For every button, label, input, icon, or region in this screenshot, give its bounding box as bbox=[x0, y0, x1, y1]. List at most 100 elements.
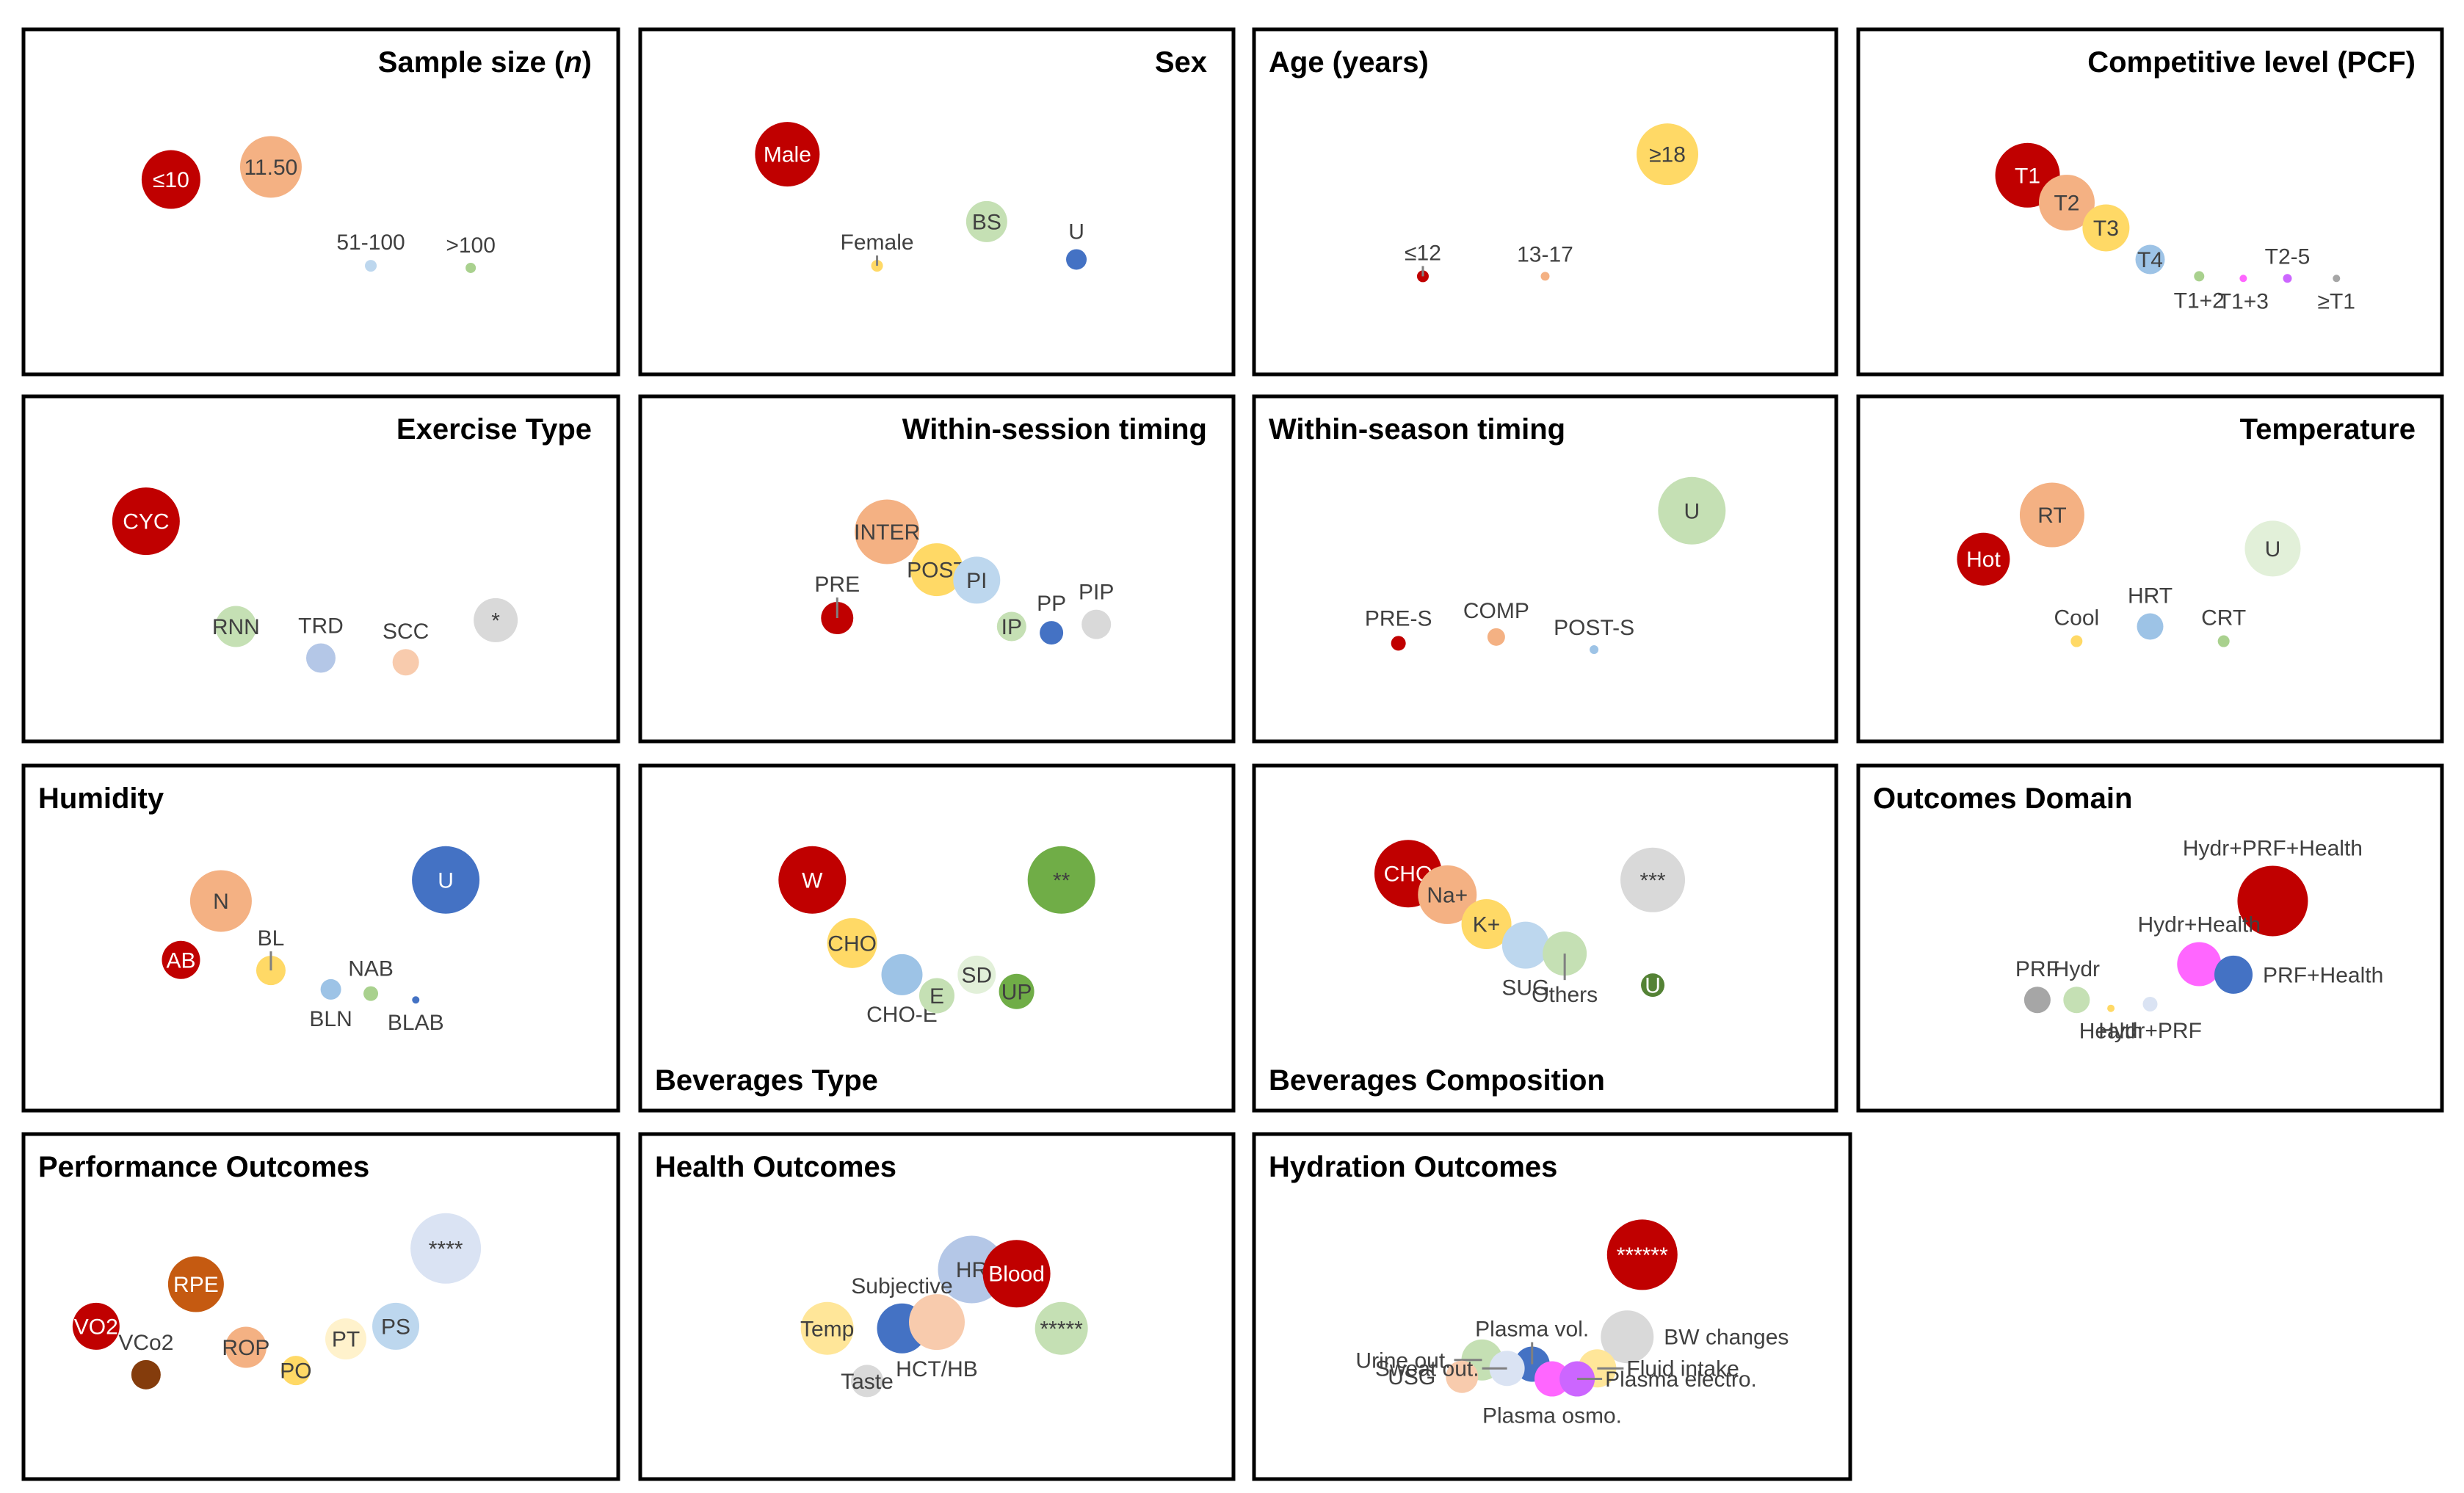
bubble-label: 13-17 bbox=[1517, 242, 1573, 266]
bubble-label: U bbox=[438, 868, 454, 893]
bubble-mark bbox=[2082, 204, 2130, 252]
panel-competitive-level-pcf: Competitive level (PCF)T1T2T3T4T1+2T1+3T… bbox=[1856, 27, 2444, 377]
panel-title: Within-session timing bbox=[902, 413, 1207, 446]
bubble-label: BL bbox=[258, 926, 285, 951]
bubble-mark bbox=[855, 499, 920, 564]
bubble-mark bbox=[167, 1256, 224, 1312]
bubble-label: N bbox=[213, 890, 229, 914]
bubble-label: PS bbox=[381, 1315, 410, 1339]
bubble-mark bbox=[72, 1302, 120, 1350]
bubble-bln: BLN bbox=[309, 978, 352, 1031]
bubble-label: T1+2 bbox=[2174, 288, 2225, 313]
bubble-nab: NAB bbox=[348, 957, 394, 1001]
panel-title: Beverages Composition bbox=[1269, 1064, 1605, 1097]
bubble-label: Hydr+PRF+Health bbox=[2183, 836, 2363, 860]
bubble-label: BW changes bbox=[1664, 1326, 1789, 1350]
bubble-u: U bbox=[412, 846, 480, 914]
bubble-mark bbox=[1081, 609, 1112, 639]
bubble-mark bbox=[465, 262, 477, 273]
bubble-inter: INTER bbox=[854, 499, 920, 564]
bubble-label: *** bbox=[1640, 868, 1666, 893]
bubble-label: U bbox=[2265, 537, 2281, 562]
bubble-mark bbox=[1534, 1361, 1570, 1397]
bubble-t1: ≥T1 bbox=[2318, 275, 2355, 313]
panel-title: Hydration Outcomes bbox=[1269, 1151, 1557, 1183]
bubble-label: SUG bbox=[1501, 976, 1549, 1000]
bubble-label: Plasma osmo. bbox=[1482, 1404, 1622, 1428]
bubble-label: ≥T1 bbox=[2318, 289, 2355, 313]
bubble-t2: T2 bbox=[2038, 175, 2095, 231]
bubble-post-s: POST-S bbox=[1554, 616, 1634, 655]
bubble-pip: PIP bbox=[1079, 581, 1114, 639]
bubble-crt: CRT bbox=[2201, 606, 2246, 647]
panel-frame bbox=[1252, 1132, 1852, 1481]
bubble-po: PO bbox=[280, 1356, 312, 1386]
bubble-mark bbox=[910, 543, 963, 597]
panel-title: Sample size (n) bbox=[378, 46, 592, 79]
bubble-mark bbox=[2019, 482, 2084, 548]
bubble-mark bbox=[1461, 899, 1512, 950]
bubble-mark bbox=[827, 918, 877, 968]
bubble-label: PRE bbox=[814, 573, 860, 597]
bubble-u: U bbox=[1658, 476, 1726, 545]
bubble-health: Health bbox=[2079, 1004, 2142, 1044]
bubble-label: PRE-S bbox=[1365, 606, 1432, 631]
bubble-label: PP bbox=[1037, 592, 1066, 616]
panel-frame bbox=[638, 27, 1236, 377]
bubble-label: CYC bbox=[123, 510, 169, 534]
bubble-bs: BS bbox=[965, 200, 1007, 242]
bubble-10: ≤10 bbox=[141, 150, 200, 209]
bubble-mark bbox=[112, 487, 180, 556]
bubble-mark bbox=[1034, 1301, 1088, 1355]
bubble-rt: RT bbox=[2019, 482, 2084, 548]
bubble-mark bbox=[2137, 613, 2164, 640]
panel-frame bbox=[638, 763, 1236, 1113]
bubble-label: PI bbox=[966, 569, 987, 593]
bubble-mark bbox=[2244, 520, 2301, 577]
bubble-label: Female bbox=[841, 230, 914, 255]
bubble-label: ≥18 bbox=[1649, 143, 1686, 167]
bubble-bl: BL bbox=[256, 926, 286, 986]
bubble-mark bbox=[800, 1301, 854, 1355]
bubble-mark bbox=[1601, 1310, 1654, 1364]
bubble-label: VCo2 bbox=[118, 1331, 173, 1355]
bubble-cyc: CYC bbox=[112, 487, 180, 556]
bubble-label: CHO bbox=[827, 931, 877, 956]
bubble-vco2: VCo2 bbox=[118, 1331, 173, 1390]
bubble-t2-5: T2-5 bbox=[2265, 244, 2310, 283]
bubble-label: NAB bbox=[348, 957, 394, 981]
bubble-mark bbox=[1957, 532, 2010, 586]
bubble-mark bbox=[778, 846, 847, 914]
bubble-label: POST-S bbox=[1554, 616, 1634, 640]
bubble-pi: PI bbox=[953, 556, 1001, 604]
bubble-blood: Blood bbox=[982, 1240, 1051, 1308]
bubble-u: U bbox=[1066, 219, 1087, 270]
bubble-comp: COMP bbox=[1463, 599, 1529, 646]
bubble-label: ***** bbox=[1040, 1317, 1083, 1341]
bubble-label: PT bbox=[332, 1328, 360, 1352]
panel-title: Health Outcomes bbox=[655, 1151, 896, 1183]
bubble-label: COMP bbox=[1463, 599, 1529, 623]
bubble-label: INTER bbox=[854, 520, 920, 545]
bubble-label: Hot bbox=[1966, 548, 2001, 572]
bubble-hydr-prf: Hydr+PRF bbox=[2098, 996, 2202, 1043]
panel-title: Performance Outcomes bbox=[38, 1151, 369, 1183]
bubble-mark bbox=[215, 606, 257, 647]
bubble-symbol: ***** bbox=[1034, 1301, 1088, 1355]
bubble-mark bbox=[1501, 921, 1549, 969]
panel-frame bbox=[21, 763, 620, 1113]
bubble-mark bbox=[2214, 955, 2253, 994]
bubble-mark bbox=[1620, 847, 1686, 912]
bubble-male: Male bbox=[755, 122, 820, 187]
panel-title: Outcomes Domain bbox=[1873, 782, 2132, 815]
bubble-pp: PP bbox=[1037, 592, 1066, 645]
bubble-mark bbox=[280, 1356, 311, 1386]
bubble-mark bbox=[1590, 645, 1599, 655]
panel-title: Exercise Type bbox=[396, 413, 592, 446]
